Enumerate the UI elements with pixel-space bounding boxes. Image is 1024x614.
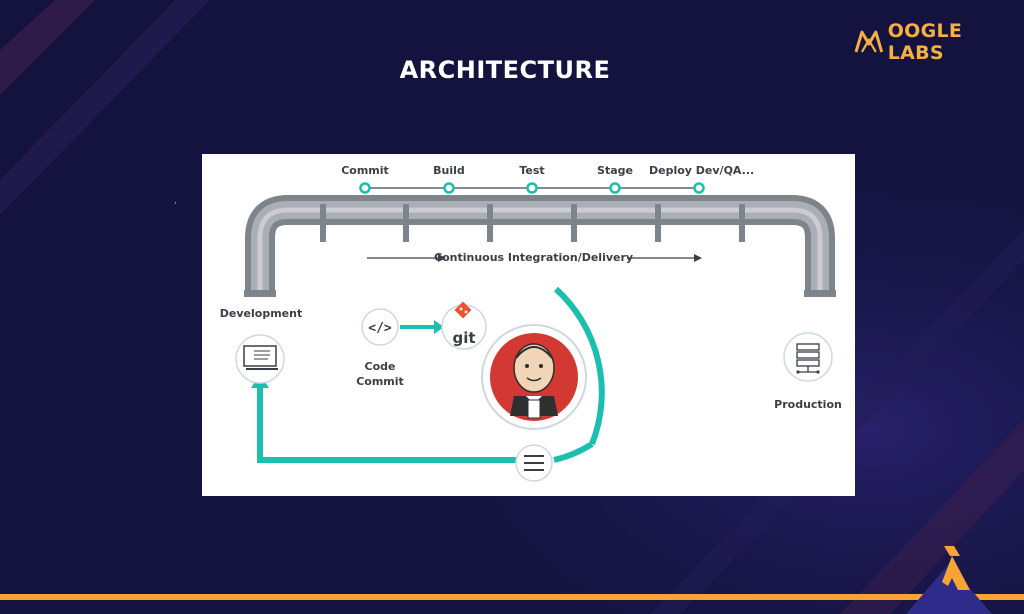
menu-icon (515, 444, 553, 482)
pipeline-label: Continuous Integration/Delivery (434, 251, 634, 264)
stage-label-commit: Commit (341, 164, 389, 177)
brand-logo-icon (854, 30, 884, 53)
svg-text:</>: </> (368, 321, 392, 336)
brand-triangle-icon (906, 546, 992, 614)
code-icon: </> (361, 308, 399, 346)
stage-dot-build (443, 182, 455, 194)
architecture-diagram: </> (202, 154, 855, 496)
stray-mark: , (174, 195, 177, 206)
production-label: Production (774, 398, 842, 411)
laptop-icon (235, 334, 285, 384)
stage-label-deploy: Deploy Dev/QA... (649, 164, 755, 177)
ci-arrows (367, 254, 702, 262)
stage-dots (359, 182, 705, 194)
stage-label-build: Build (433, 164, 465, 177)
bottom-accent-bar (0, 594, 1024, 600)
development-label: Development (219, 307, 303, 320)
diagram-graphics: </> (235, 182, 836, 482)
commit-arrow-head (434, 320, 444, 334)
git-label: git (452, 329, 476, 347)
stage-dot-test (526, 182, 538, 194)
slide-title: ARCHITECTURE (399, 56, 611, 84)
code-commit-label-line2: Commit (356, 375, 404, 388)
jenkins-butler-icon (481, 324, 587, 430)
pipeline-pipe (244, 195, 836, 297)
stage-dot-deploy (693, 182, 705, 194)
stage-label-stage: Stage (597, 164, 633, 177)
brand-logo: OOGLE LABS (854, 20, 1024, 64)
git-icon (441, 301, 487, 350)
stage-dot-stage (609, 182, 621, 194)
brand-name: OOGLE LABS (887, 20, 963, 64)
stage-label-test: Test (519, 164, 545, 177)
code-commit-label-line1: Code (364, 360, 396, 373)
stage-dot-commit (359, 182, 371, 194)
server-icon (783, 332, 833, 382)
